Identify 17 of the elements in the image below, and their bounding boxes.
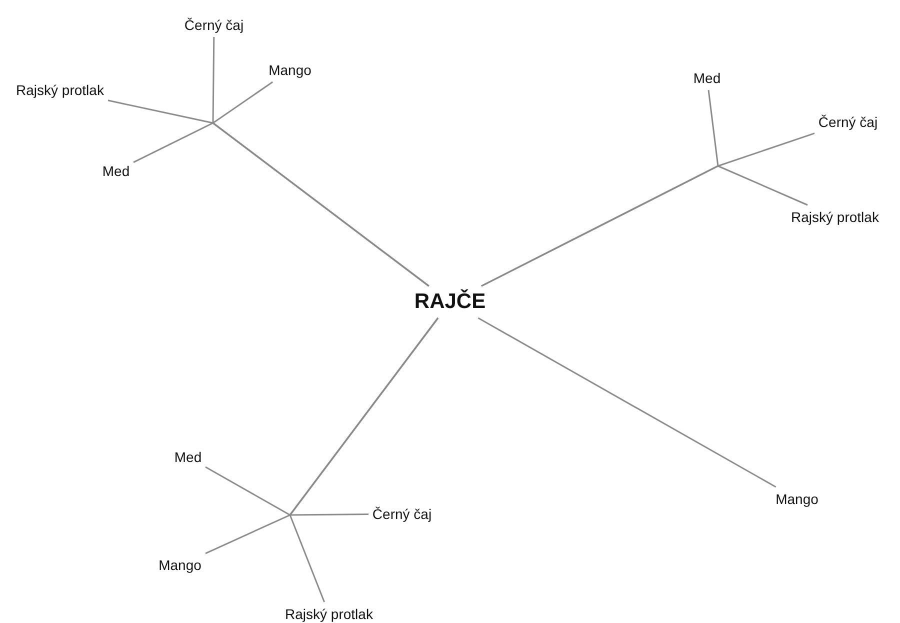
branch-label: Černý čaj: [372, 506, 432, 522]
branch-label: Mango: [776, 491, 818, 507]
central-topic: RAJČE: [414, 290, 486, 314]
branch-label: Med: [102, 163, 130, 179]
branch-label: Mango: [158, 557, 202, 573]
connector-line: [289, 318, 439, 602]
connector-line: [478, 317, 776, 488]
connector-line: [481, 165, 808, 287]
branch-label: Rajský protlak: [791, 209, 879, 225]
branch-label: Rajský protlak: [16, 82, 104, 98]
branch-label: Med: [693, 70, 721, 86]
branch-label: Med: [174, 449, 202, 465]
branch-label: Mango: [268, 62, 312, 78]
branch-label: Černý čaj: [184, 17, 244, 33]
branch-label: Černý čaj: [818, 114, 878, 130]
connector-line: [133, 122, 430, 287]
branch-label: Rajský protlak: [285, 606, 373, 622]
